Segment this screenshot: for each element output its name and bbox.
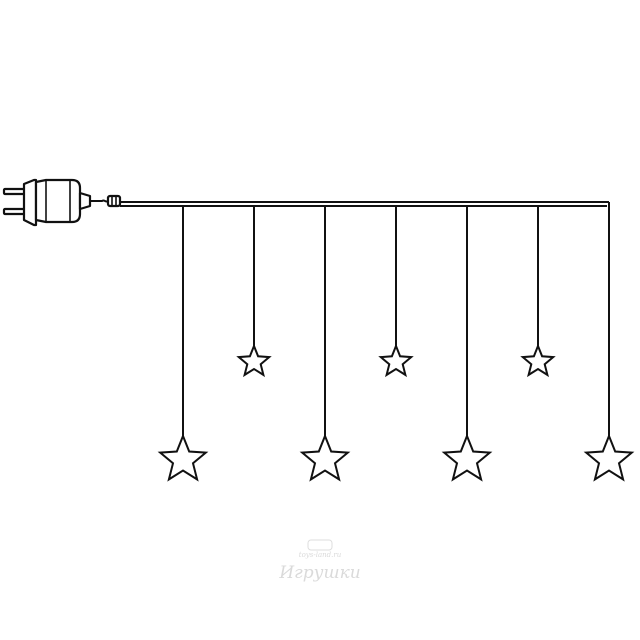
- large-star-icon: [441, 433, 493, 482]
- small-star-icon: [236, 343, 272, 378]
- stars-group: [157, 343, 635, 482]
- drop-wires: [182, 206, 610, 437]
- small-star-icon: [378, 343, 414, 378]
- power-cable: [90, 199, 109, 203]
- svg-text:Игрушки: Игрушки: [278, 563, 360, 583]
- large-star-icon: [299, 433, 351, 482]
- large-star-icon: [157, 433, 209, 482]
- power-plug-icon: [2, 178, 92, 227]
- watermark-logo: toys-land.ru Игрушки: [278, 539, 361, 583]
- large-star-icon: [583, 433, 635, 482]
- cable-connector-icon: [106, 194, 122, 208]
- svg-text:toys-land.ru: toys-land.ru: [299, 551, 342, 559]
- small-star-icon: [520, 343, 556, 378]
